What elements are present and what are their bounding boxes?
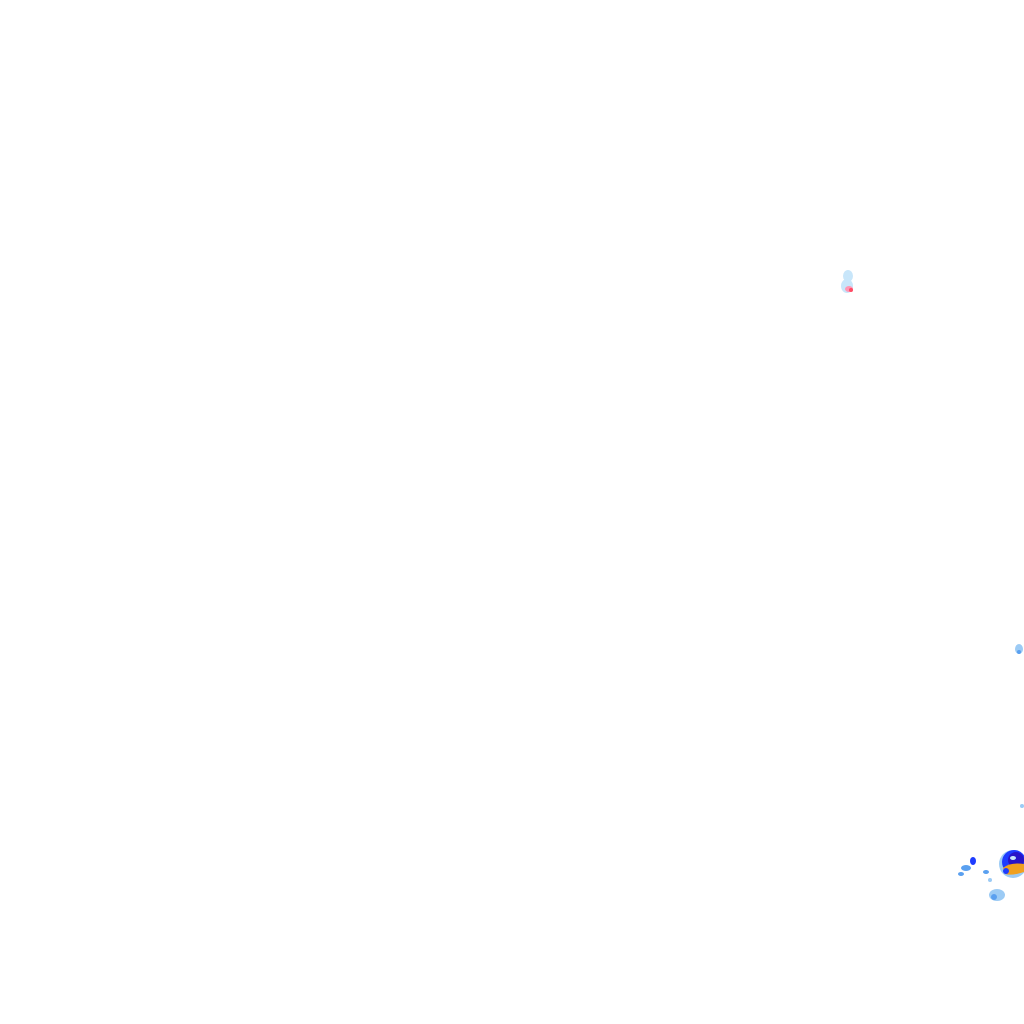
echo-light: [958, 872, 964, 876]
echo-light: [1015, 644, 1023, 654]
radar-echo-speck: [1020, 804, 1024, 808]
echo-inner: [1003, 868, 1009, 874]
echo-core: [849, 288, 853, 292]
echo-light: [988, 878, 992, 882]
radar-echo-southeast-cluster: [958, 850, 1024, 901]
echo-light: [843, 270, 853, 282]
echo-light: [961, 865, 971, 871]
radar-echo-northeast: [841, 270, 853, 293]
echo-light: [989, 889, 1005, 901]
echo-gap: [1010, 856, 1016, 860]
echo-light: [970, 857, 976, 865]
echo-light: [1020, 804, 1024, 808]
echo-light: [983, 870, 989, 874]
echo-light: [991, 894, 997, 900]
echo-core: [1017, 650, 1021, 654]
radar-echo-east: [1015, 644, 1023, 654]
